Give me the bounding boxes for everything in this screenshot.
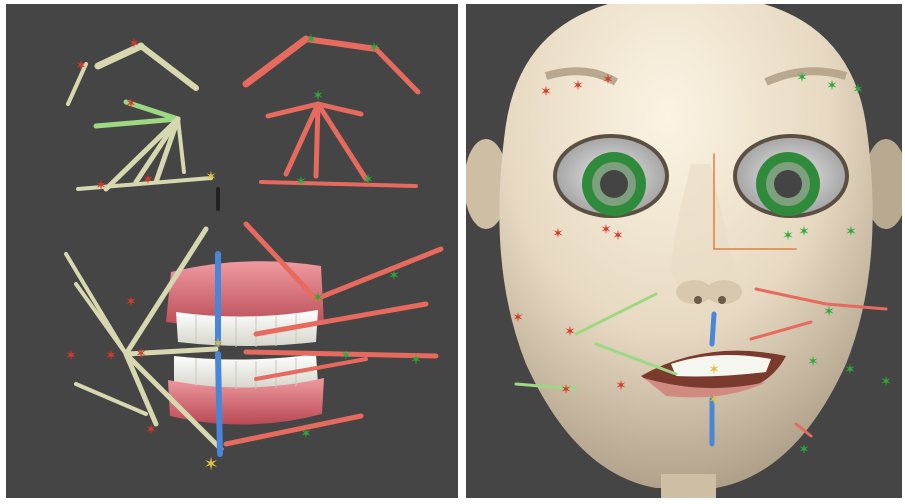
svg-text:✶: ✶ xyxy=(95,178,107,194)
svg-text:✶: ✶ xyxy=(388,268,400,284)
right-panel-character-view: ✶ ✶ ✶ ✶ ✶ ✶ ✶ ✶ ✶ ✶ ✶ ✶ ✶ ✶ ✶ ✶ ✶ ✶ ✶ ✶ … xyxy=(466,4,902,498)
svg-text:✶: ✶ xyxy=(823,304,835,320)
svg-text:✶: ✶ xyxy=(65,348,77,364)
svg-text:✶: ✶ xyxy=(125,96,137,112)
svg-text:✶: ✶ xyxy=(410,352,422,368)
svg-text:✶: ✶ xyxy=(295,174,307,190)
right-eye xyxy=(733,134,849,218)
svg-text:✶: ✶ xyxy=(312,290,324,306)
svg-text:✶: ✶ xyxy=(135,346,147,362)
svg-text:✶: ✶ xyxy=(880,374,892,390)
svg-text:✶: ✶ xyxy=(798,224,810,240)
rig-bones-illustration: ✶ ✶ ✶ ✶ ✶ ✶ ✶ ✶ ✶ ✶ ✶ ✶ ✶ ✶ ✶ ✶ ✶ ✶ ✶ ✶ … xyxy=(6,4,458,498)
svg-text:✶: ✶ xyxy=(128,36,140,52)
lower-teeth xyxy=(168,354,324,425)
svg-text:✶: ✶ xyxy=(782,228,794,244)
svg-text:✶: ✶ xyxy=(612,228,624,244)
svg-text:✶: ✶ xyxy=(560,382,572,398)
svg-text:✶: ✶ xyxy=(305,32,317,48)
svg-text:✶: ✶ xyxy=(852,82,864,98)
svg-text:✶: ✶ xyxy=(615,378,627,394)
svg-text:✶: ✶ xyxy=(212,336,224,352)
left-eye xyxy=(553,134,669,218)
svg-text:✶: ✶ xyxy=(340,348,352,364)
svg-text:✶: ✶ xyxy=(708,392,720,408)
svg-text:✶: ✶ xyxy=(203,454,218,475)
upper-teeth xyxy=(166,261,324,347)
svg-text:✶: ✶ xyxy=(600,222,612,238)
svg-text:✶: ✶ xyxy=(312,88,324,104)
character-head-illustration: ✶ ✶ ✶ ✶ ✶ ✶ ✶ ✶ ✶ ✶ ✶ ✶ ✶ ✶ ✶ ✶ ✶ ✶ ✶ ✶ … xyxy=(466,4,902,498)
svg-text:✶: ✶ xyxy=(552,226,564,242)
svg-text:✶: ✶ xyxy=(105,348,117,364)
svg-text:✶: ✶ xyxy=(708,362,720,378)
svg-text:✶: ✶ xyxy=(564,324,576,340)
svg-text:✶: ✶ xyxy=(368,40,380,56)
svg-text:✶: ✶ xyxy=(300,426,312,442)
neck xyxy=(661,474,716,498)
svg-text:✶: ✶ xyxy=(125,294,137,310)
svg-text:✶: ✶ xyxy=(844,362,856,378)
svg-text:✶: ✶ xyxy=(205,169,217,185)
svg-text:✶: ✶ xyxy=(540,84,552,100)
svg-text:✶: ✶ xyxy=(807,354,819,370)
svg-text:✶: ✶ xyxy=(145,422,157,438)
svg-text:✶: ✶ xyxy=(798,442,810,458)
svg-text:✶: ✶ xyxy=(826,78,838,94)
svg-text:✶: ✶ xyxy=(75,58,87,74)
svg-text:✶: ✶ xyxy=(796,70,808,86)
svg-text:✶: ✶ xyxy=(512,310,524,326)
svg-text:✶: ✶ xyxy=(845,224,857,240)
svg-text:✶: ✶ xyxy=(572,78,584,94)
left-panel-rig-view: ✶ ✶ ✶ ✶ ✶ ✶ ✶ ✶ ✶ ✶ ✶ ✶ ✶ ✶ ✶ ✶ ✶ ✶ ✶ ✶ … xyxy=(6,4,458,498)
svg-text:✶: ✶ xyxy=(142,172,154,188)
svg-text:✶: ✶ xyxy=(362,172,374,188)
svg-text:✶: ✶ xyxy=(602,72,614,88)
